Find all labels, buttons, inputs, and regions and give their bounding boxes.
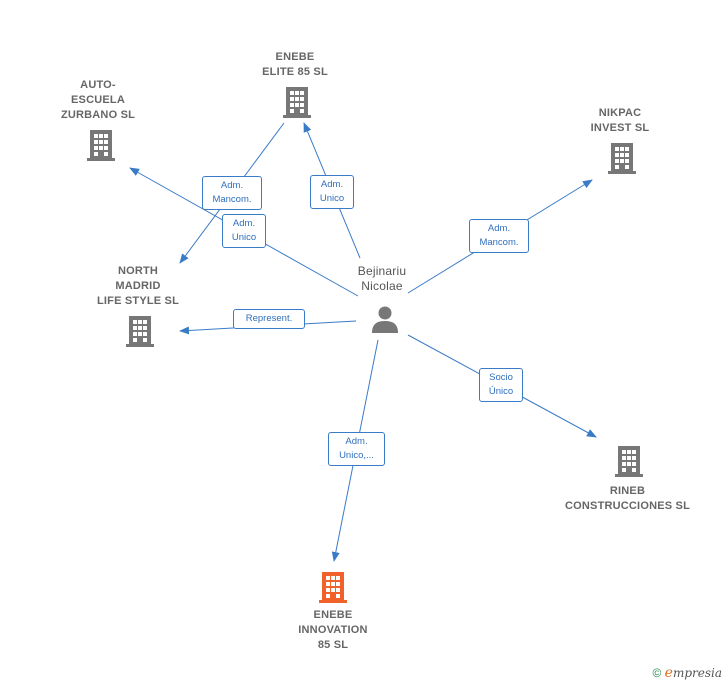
company-label-rineb[interactable]: RINEB CONSTRUCCIONES SL: [564, 485, 691, 512]
building-icon[interactable]: [607, 141, 637, 175]
brand-logo-e: e: [664, 665, 673, 681]
edge-label-adm-unico-north: Adm. Unico: [222, 214, 266, 248]
edge-label-adm-mancom-nikpac: Adm. Mancom.: [469, 219, 529, 253]
company-label-nikpac[interactable]: NIKPAC INVEST SL: [590, 107, 650, 134]
person-label[interactable]: Bejinariu Nicolae: [357, 264, 407, 293]
edge-label-represent: Represent.: [233, 309, 305, 329]
company-label-enebe-elite[interactable]: ENEBE ELITE 85 SL: [262, 51, 328, 78]
company-label-north-madrid[interactable]: NORTH MADRID LIFE STYLE SL: [96, 265, 180, 307]
building-icon[interactable]: [282, 85, 312, 119]
building-icon[interactable]: [125, 314, 155, 348]
brand-watermark: © empresia: [652, 665, 722, 681]
company-label-enebe-innovation[interactable]: ENEBE INNOVATION 85 SL: [298, 609, 368, 651]
brand-logo-text: mpresia: [672, 666, 722, 680]
person-icon[interactable]: [370, 304, 400, 334]
edge-label-adm-unico-innovation: Adm. Unico,...: [328, 432, 385, 466]
company-label-auto-escuela[interactable]: AUTO- ESCUELA ZURBANO SL: [60, 79, 136, 121]
edge-label-adm-unico-elite: Adm. Unico: [310, 175, 354, 209]
building-icon[interactable]: [86, 128, 116, 162]
edge-label-adm-mancom: Adm. Mancom.: [202, 176, 262, 210]
edge-label-socio-unico: Socio Único: [479, 368, 523, 402]
building-icon[interactable]: [318, 570, 348, 604]
building-icon[interactable]: [614, 444, 644, 478]
copyright-icon: ©: [652, 666, 662, 680]
